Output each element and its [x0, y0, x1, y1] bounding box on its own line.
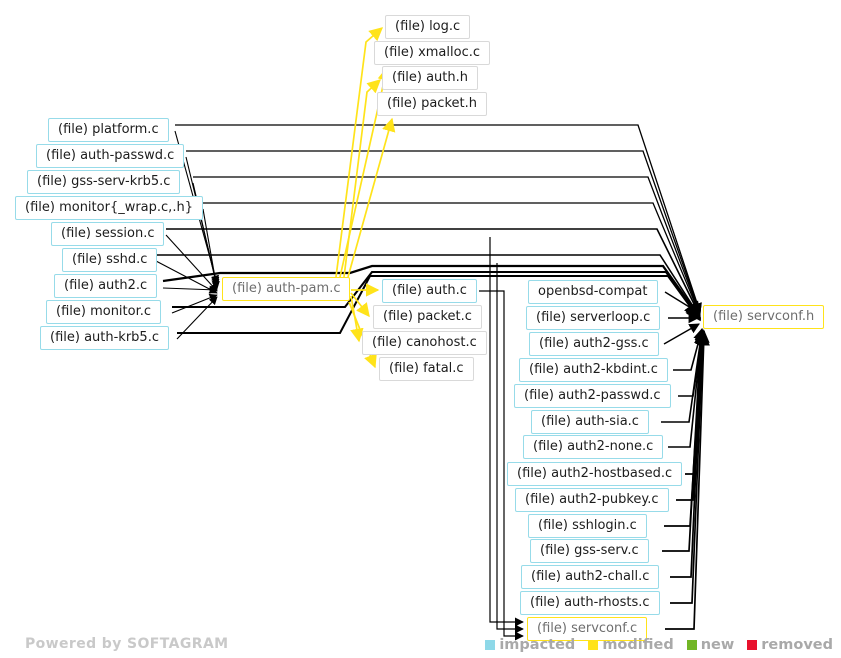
node-file-packet-c[interactable]: (file) packet.c: [373, 305, 482, 329]
node-file-monitor-c[interactable]: (file) monitor.c: [46, 300, 162, 324]
node-file-serverloop-c[interactable]: (file) serverloop.c: [526, 306, 661, 330]
node-file-gss-serv-krb5-c[interactable]: (file) gss-serv-krb5.c: [27, 170, 181, 194]
node-file-monitor-wrap[interactable]: (file) monitor{_wrap.c,.h}: [15, 196, 203, 220]
node-file-packet-h[interactable]: (file) packet.h: [377, 92, 487, 116]
legend-item-impacted: impacted: [485, 637, 575, 653]
node-file-auth2-passwd-c[interactable]: (file) auth2-passwd.c: [514, 384, 671, 408]
modified-color-swatch: [588, 640, 599, 650]
impacted-color-swatch: [485, 640, 496, 650]
softagram-watermark: Powered by SOFTAGRAM: [25, 636, 229, 652]
node-file-servconf-h[interactable]: (file) servconf.h: [703, 305, 825, 329]
node-file-auth2-gss-c[interactable]: (file) auth2-gss.c: [529, 332, 659, 356]
node-file-auth2-kbdint-c[interactable]: (file) auth2-kbdint.c: [519, 358, 668, 382]
node-file-auth-rhosts-c[interactable]: (file) auth-rhosts.c: [520, 591, 660, 615]
node-file-log-c[interactable]: (file) log.c: [385, 15, 471, 39]
legend-label-new: new: [700, 637, 735, 653]
new-color-swatch: [686, 640, 697, 650]
legend-item-new: new: [686, 637, 735, 653]
node-file-sshd-c[interactable]: (file) sshd.c: [62, 248, 158, 272]
node-file-auth-h[interactable]: (file) auth.h: [382, 66, 478, 90]
node-file-canohost-c[interactable]: (file) canohost.c: [362, 331, 487, 355]
node-file-session-c[interactable]: (file) session.c: [51, 222, 165, 246]
removed-color-swatch: [747, 640, 758, 650]
edges-left-to-servconf-h: [156, 124, 702, 334]
legend-label-impacted: impacted: [499, 637, 576, 653]
edges-right-to-servconf-h: [661, 291, 710, 630]
node-file-servconf-c[interactable]: (file) servconf.c: [527, 617, 648, 641]
node-file-auth-c[interactable]: (file) auth.c: [382, 279, 477, 303]
node-file-platform-c[interactable]: (file) platform.c: [48, 118, 169, 142]
node-file-auth-sia-c[interactable]: (file) auth-sia.c: [531, 410, 649, 434]
node-file-fatal-c[interactable]: (file) fatal.c: [379, 357, 474, 381]
legend-label-removed: removed: [761, 637, 833, 653]
node-file-xmalloc-c[interactable]: (file) xmalloc.c: [374, 41, 491, 65]
legend-item-modified: modified: [588, 637, 674, 653]
legend-item-removed: removed: [747, 637, 833, 653]
legend-label-modified: modified: [602, 637, 674, 653]
node-file-sshlogin-c[interactable]: (file) sshlogin.c: [528, 514, 647, 538]
node-file-auth2-hostbased-c[interactable]: (file) auth2-hostbased.c: [507, 462, 683, 486]
node-file-auth-passwd-c[interactable]: (file) auth-passwd.c: [36, 144, 185, 168]
status-legend: impacted modified new removed: [485, 637, 833, 653]
node-file-auth2-pubkey-c[interactable]: (file) auth2-pubkey.c: [515, 488, 669, 512]
node-file-auth-pam-c[interactable]: (file) auth-pam.c: [222, 277, 351, 301]
edges-into-servconf-c: [479, 237, 524, 641]
node-file-gss-serv-c[interactable]: (file) gss-serv.c: [530, 539, 649, 563]
node-dir-openbsd-compat[interactable]: openbsd-compat: [528, 280, 658, 304]
node-file-auth2-c[interactable]: (file) auth2.c: [54, 274, 158, 298]
node-file-auth-krb5-c[interactable]: (file) auth-krb5.c: [40, 326, 169, 350]
node-file-auth2-none-c[interactable]: (file) auth2-none.c: [523, 435, 664, 459]
node-file-auth2-chall-c[interactable]: (file) auth2-chall.c: [521, 565, 660, 589]
